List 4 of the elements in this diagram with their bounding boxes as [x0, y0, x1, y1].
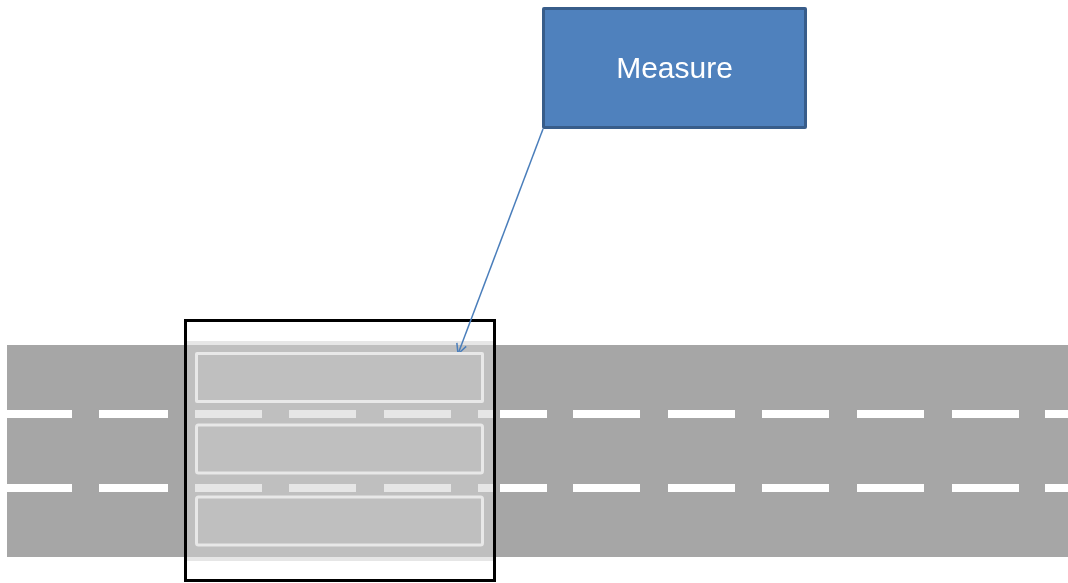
process-box [542, 7, 807, 129]
box-label: Measure [616, 51, 733, 85]
arrow [456, 128, 544, 355]
lane-box [195, 352, 484, 403]
